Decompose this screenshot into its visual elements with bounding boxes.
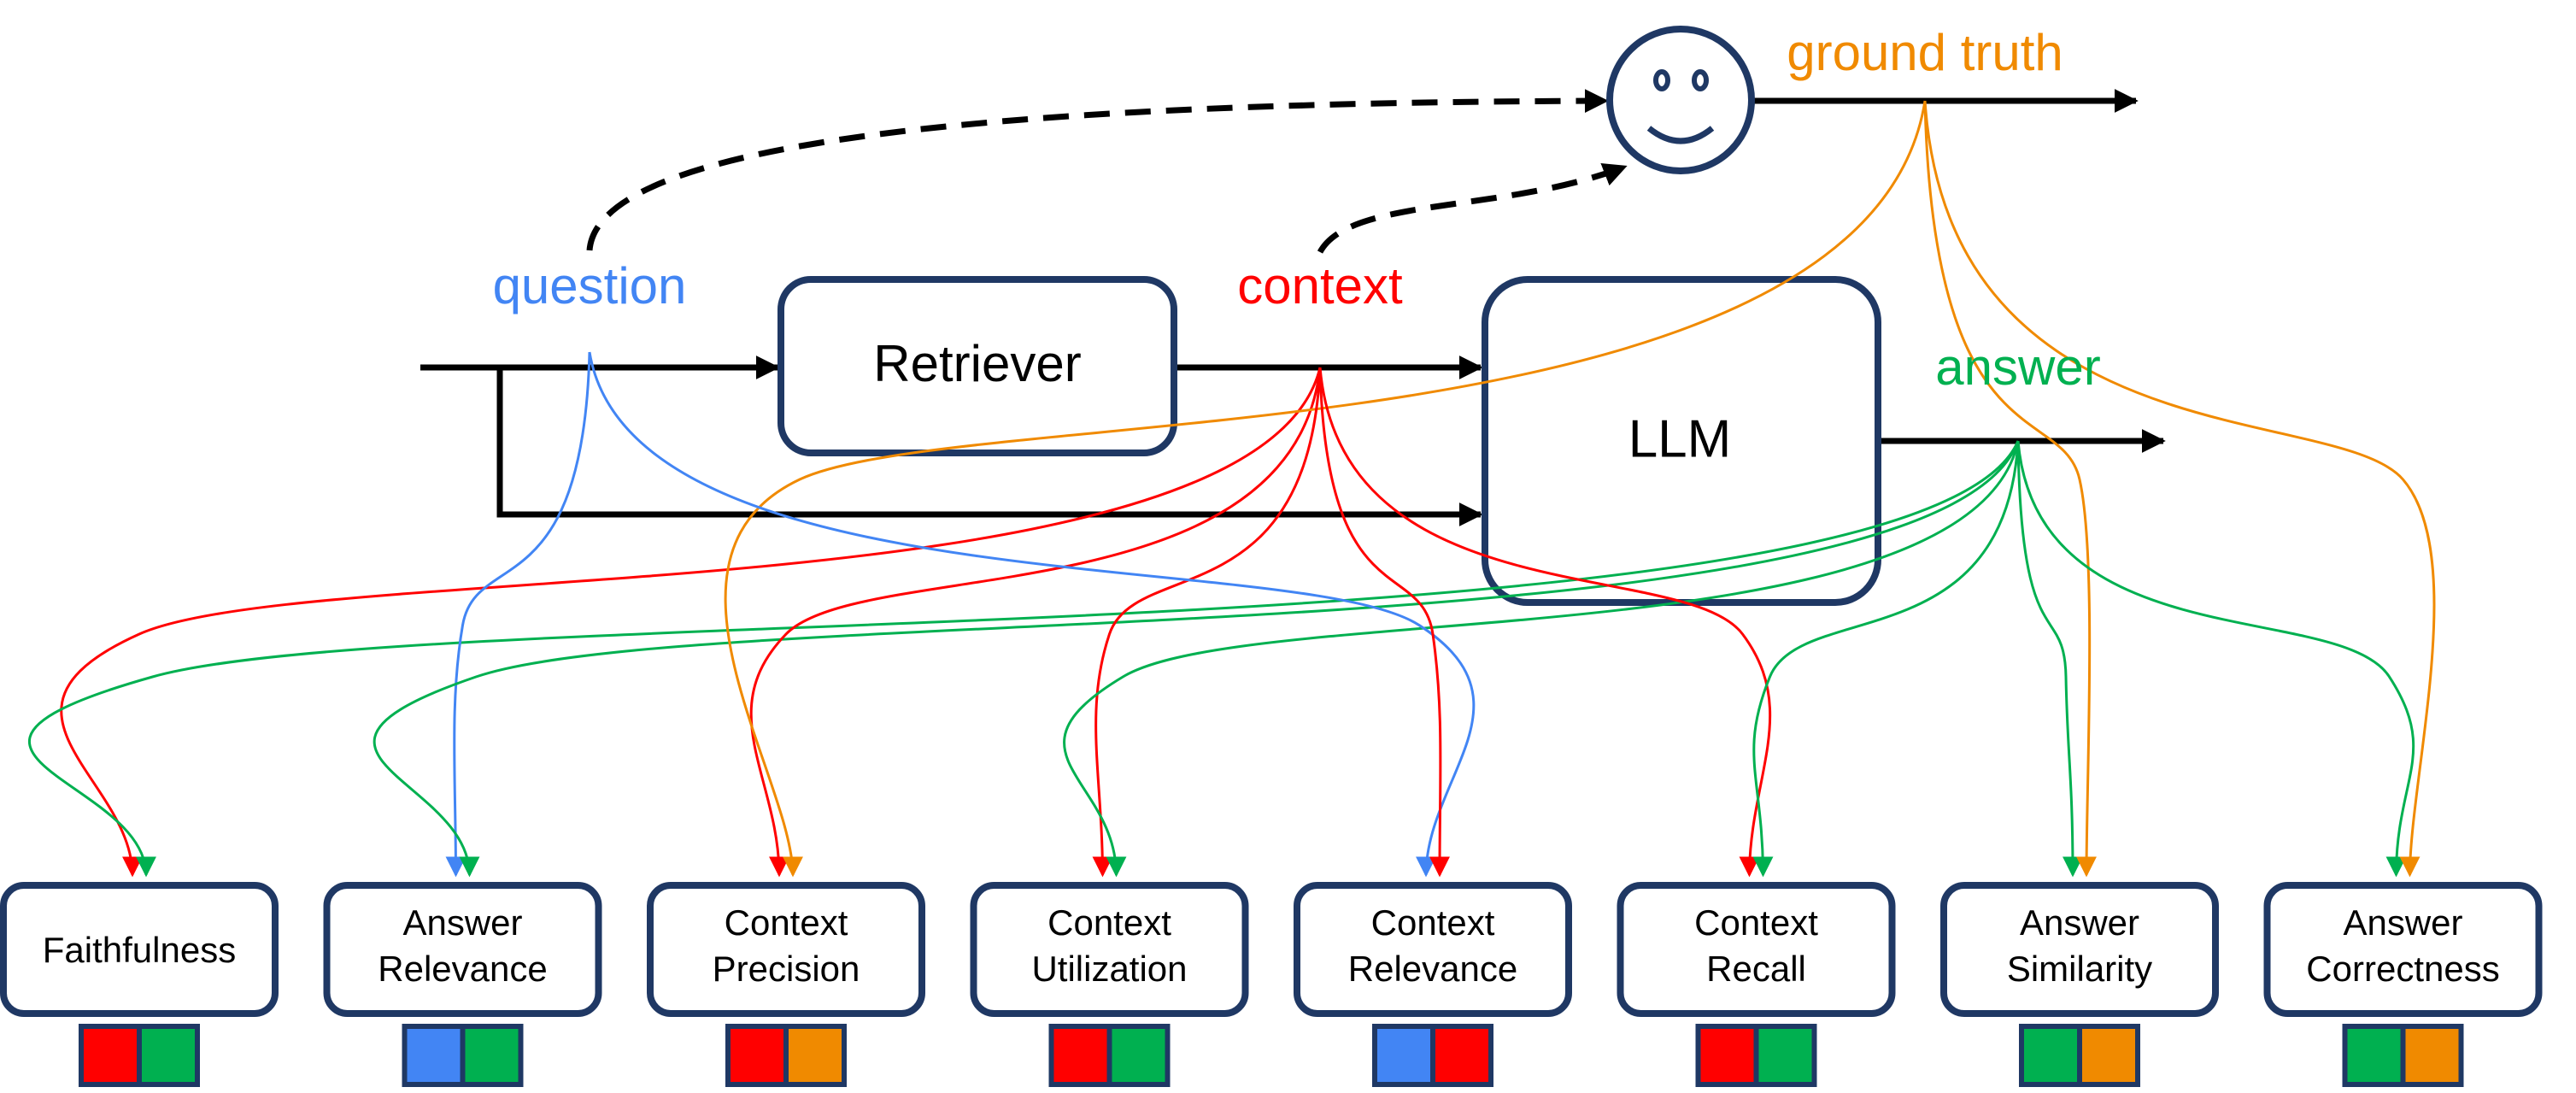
metric-label-line: Answer [2343, 902, 2462, 943]
metric-label-line: Precision [713, 949, 860, 989]
metric-label-line: Context [725, 902, 848, 943]
metric-box [1617, 882, 1896, 1017]
metric-label-line: Faithfulness [43, 930, 236, 970]
metric-box [647, 882, 925, 1017]
context-flow-to-faithfulness [60, 367, 1322, 878]
question-bypass-arrow [496, 367, 1483, 526]
answer-input-square [2347, 1029, 2401, 1082]
metric-label-line: Relevance [1348, 949, 1517, 989]
context-input-square [84, 1029, 137, 1082]
answer-flow-to-answer-similarity [2016, 440, 2083, 878]
metric-label-line: Similarity [2007, 949, 2152, 989]
answer-input-square [1112, 1029, 1165, 1082]
metric-box [1940, 882, 2219, 1017]
metric-label-line: Utilization [1031, 949, 1187, 989]
metric-label-line: Answer [402, 902, 522, 943]
pipeline-arrows [420, 89, 2166, 526]
answer-input-square [142, 1029, 195, 1082]
metric-label-line: Context [1371, 902, 1495, 943]
human-annotator-icon [1606, 26, 1755, 174]
context-input-square [731, 1029, 783, 1082]
metric-boxes: FaithfulnessAnswerRelevanceContextPrecis… [0, 882, 2543, 1087]
metric-label-line: Relevance [378, 949, 547, 989]
metric-label-line: Correctness [2306, 949, 2499, 989]
retriever-box: Retriever [777, 276, 1177, 456]
ground-truth-input-square [789, 1029, 842, 1082]
metric-box [970, 882, 1249, 1017]
context-flow-to-context-relevance [1318, 367, 1451, 878]
question-label: question [493, 257, 687, 314]
question-to-human-dashed [586, 89, 1609, 251]
context-input-square [1435, 1029, 1488, 1082]
answer-flow-to-answer-correctness [2016, 440, 2415, 878]
ground-truth-input-square [2405, 1029, 2459, 1082]
answer-input-square [465, 1029, 519, 1082]
context-to-human-dashed [1317, 163, 1628, 254]
llm-box: LLM [1482, 276, 1881, 606]
metric-box [323, 882, 602, 1017]
metric-label-line: Context [1047, 902, 1171, 943]
ground-truth-flow-to-context-precision [724, 100, 1927, 878]
ground-truth-label: ground truth [1787, 24, 2063, 81]
answer-flow-to-faithfulness [28, 440, 2020, 878]
answer-flow-to-answer-relevance [373, 440, 2020, 878]
ground-truth-input-square [2082, 1029, 2135, 1082]
answer-input-square [2024, 1029, 2077, 1082]
metric-box [2263, 882, 2543, 1017]
metric-label-line: Context [1694, 902, 1818, 943]
question-flow-to-context-relevance [588, 351, 1476, 878]
metric-box [1294, 882, 1572, 1017]
answer-label: answer [1935, 338, 2100, 396]
llm-label: LLM [1628, 409, 1732, 468]
retriever-label: Retriever [873, 335, 1081, 392]
answer-flow-to-context-utilization [1063, 440, 2020, 878]
metric-label-line: Answer [2020, 902, 2139, 943]
question-input-square [407, 1029, 461, 1082]
metric-label-line: Recall [1706, 949, 1806, 989]
metric-box [0, 882, 279, 1017]
answer-input-square [1758, 1029, 1812, 1082]
metric-input-flows [28, 100, 2436, 878]
context-flow-to-context-precision [749, 367, 1322, 878]
context-flow-to-context-recall [1318, 367, 1772, 878]
question-input-square [1377, 1029, 1430, 1082]
context-label: context [1237, 257, 1403, 314]
context-flow-to-context-utilization [1092, 367, 1322, 878]
ground-truth-flow-to-answer-correctness [1923, 100, 2436, 878]
answer-flow-to-context-recall [1752, 440, 2020, 878]
context-input-square [1700, 1029, 1754, 1082]
context-input-square [1053, 1029, 1107, 1082]
ground-truth-flow-to-answer-similarity [1923, 100, 2098, 878]
metric-faithfulness: Faithfulness [0, 882, 279, 1087]
question-flow-to-answer-relevance [445, 351, 591, 878]
